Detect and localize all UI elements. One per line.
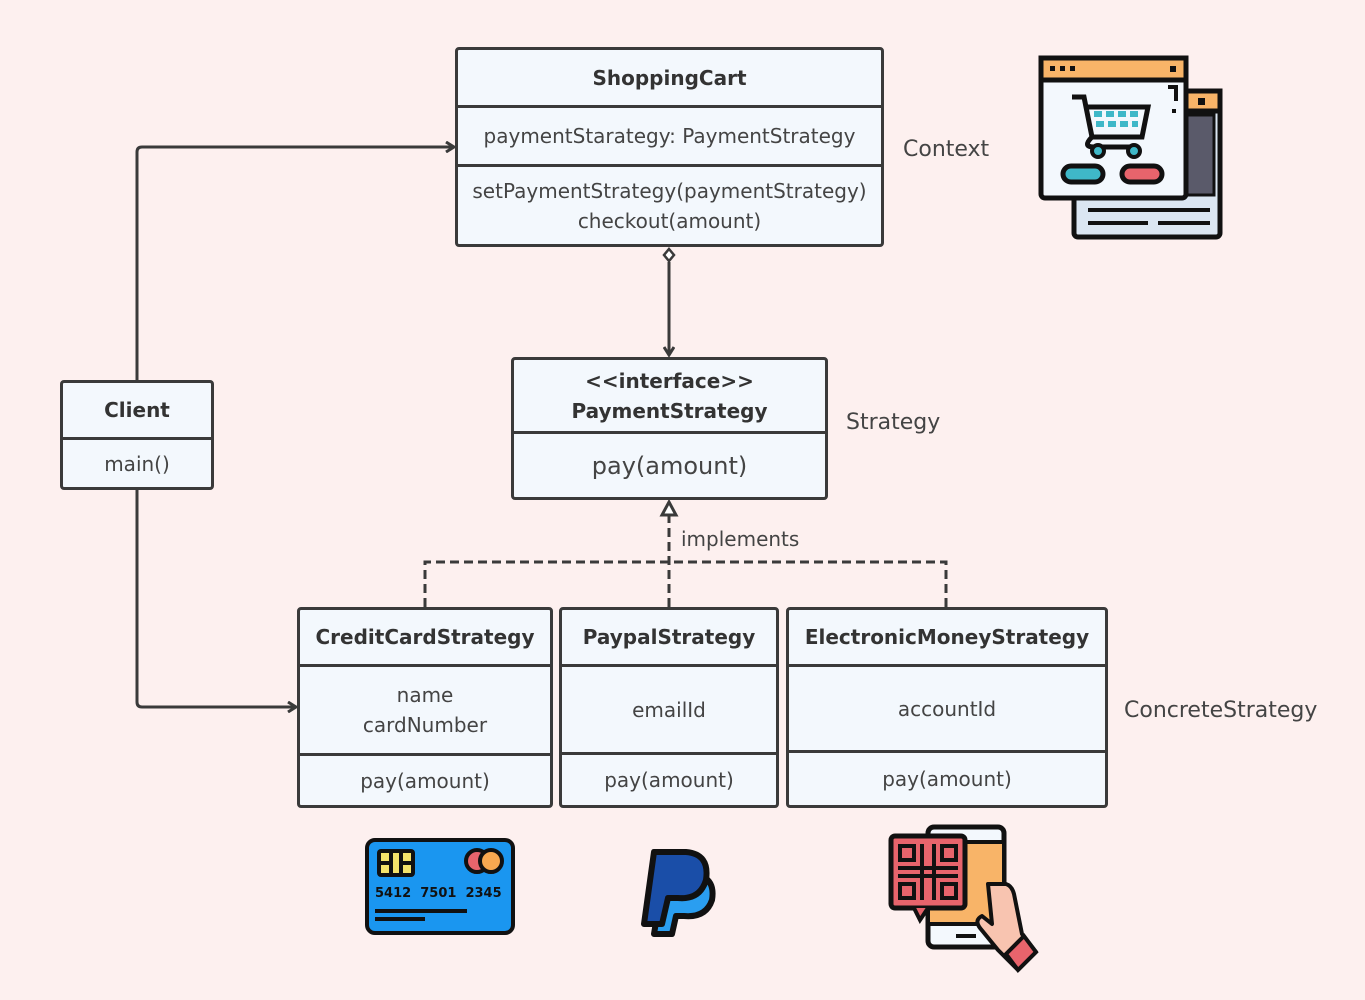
method: checkout(amount) [577,208,762,233]
strategy-label: Strategy [846,410,941,435]
method: pay(amount) [604,768,734,792]
stereotype: <<interface>> [585,368,754,393]
payment-strategy-interface[interactable]: <<interface>> PaymentStrategy pay(amount… [511,357,828,500]
attribute: accountId [897,696,997,721]
method: pay(amount) [882,767,1012,791]
card-number: 5412 7501 2345 [375,886,502,901]
method: pay(amount) [360,768,490,793]
method: pay(amount) [591,451,748,480]
shopping-cart-window-icon [1038,55,1223,240]
class-name: CreditCardStrategy [315,625,535,649]
paypal-strategy-class[interactable]: PaypalStrategy emailId pay(amount) [559,607,779,808]
class-name: PaypalStrategy [582,625,756,649]
shopping-cart-class[interactable]: ShoppingCart paymentStarategy: PaymentSt… [455,47,884,247]
credit-card-strategy-class[interactable]: CreditCardStrategy name cardNumber pay(a… [297,607,553,808]
method: setPaymentStrategy(paymentStrategy) [472,178,867,203]
attribute: emailId [632,697,706,722]
client-to-cart-arrow [135,147,454,381]
client-class[interactable]: Client main() [60,380,214,490]
attribute: paymentStarategy: PaymentStrategy [483,124,856,148]
implements-bus [423,560,948,607]
concrete-strategy-label: ConcreteStrategy [1124,698,1318,723]
paypal-logo-icon [641,849,716,937]
implements-label: implements [681,527,800,551]
electronic-money-strategy-class[interactable]: ElectronicMoneyStrategy accountId pay(am… [786,607,1108,808]
context-label: Context [903,137,990,162]
attribute: name [396,683,454,707]
aggregation-diamond [662,247,676,263]
class-name: ElectronicMoneyStrategy [804,625,1090,649]
implements-triangle [659,498,679,517]
attribute: cardNumber [362,713,488,737]
method: main() [104,451,170,476]
client-to-creditcard-arrow [135,490,296,707]
credit-card-icon: 5412 7501 2345 [365,838,515,935]
class-name: ShoppingCart [592,65,747,90]
qr-code-phone-icon [888,824,1039,974]
class-name: Client [104,398,170,422]
class-name: PaymentStrategy [571,398,768,423]
